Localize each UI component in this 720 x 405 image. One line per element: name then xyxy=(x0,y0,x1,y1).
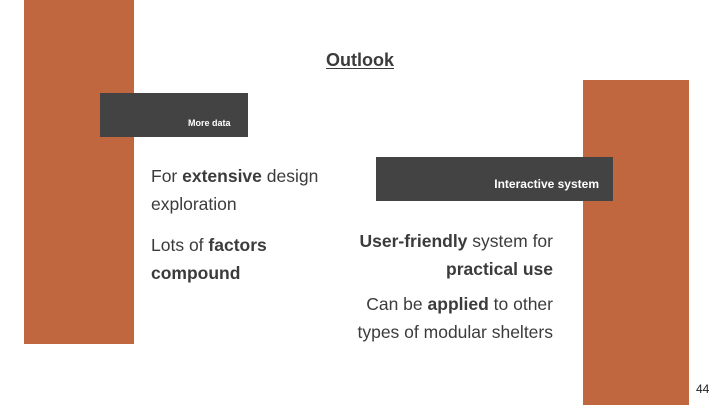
text-span: Lots of xyxy=(151,235,209,255)
interactive-system-label-text: Interactive system xyxy=(494,177,599,191)
text-span: Can be xyxy=(366,294,428,314)
page-number: 44 xyxy=(696,382,710,396)
emphasis-text: User-friendly xyxy=(359,231,468,251)
left-accent-bar xyxy=(24,0,134,344)
text-span: to other types of modular shelters xyxy=(357,294,553,342)
user-friendly-text: User-friendly system for practical use xyxy=(330,227,553,283)
text-span: system for xyxy=(467,231,553,251)
emphasis-text: applied xyxy=(427,294,489,314)
applied-text: Can be applied to other types of modular… xyxy=(330,290,553,346)
factors-compound-text: Lots of factors compound xyxy=(151,231,331,287)
emphasis-text: practical use xyxy=(446,259,553,279)
more-data-label: More data xyxy=(100,93,248,137)
more-data-label-text: More data xyxy=(188,118,231,128)
interactive-system-label: Interactive system xyxy=(376,157,613,201)
emphasis-text: extensive xyxy=(182,166,262,186)
right-accent-bar xyxy=(583,80,689,405)
emphasis-text: factors compound xyxy=(151,235,267,283)
text-span: design exploration xyxy=(151,166,319,214)
slide-title: Outlook xyxy=(326,50,394,70)
text-span: For xyxy=(151,166,183,186)
extensive-design-text: For extensive design exploration xyxy=(151,162,351,218)
